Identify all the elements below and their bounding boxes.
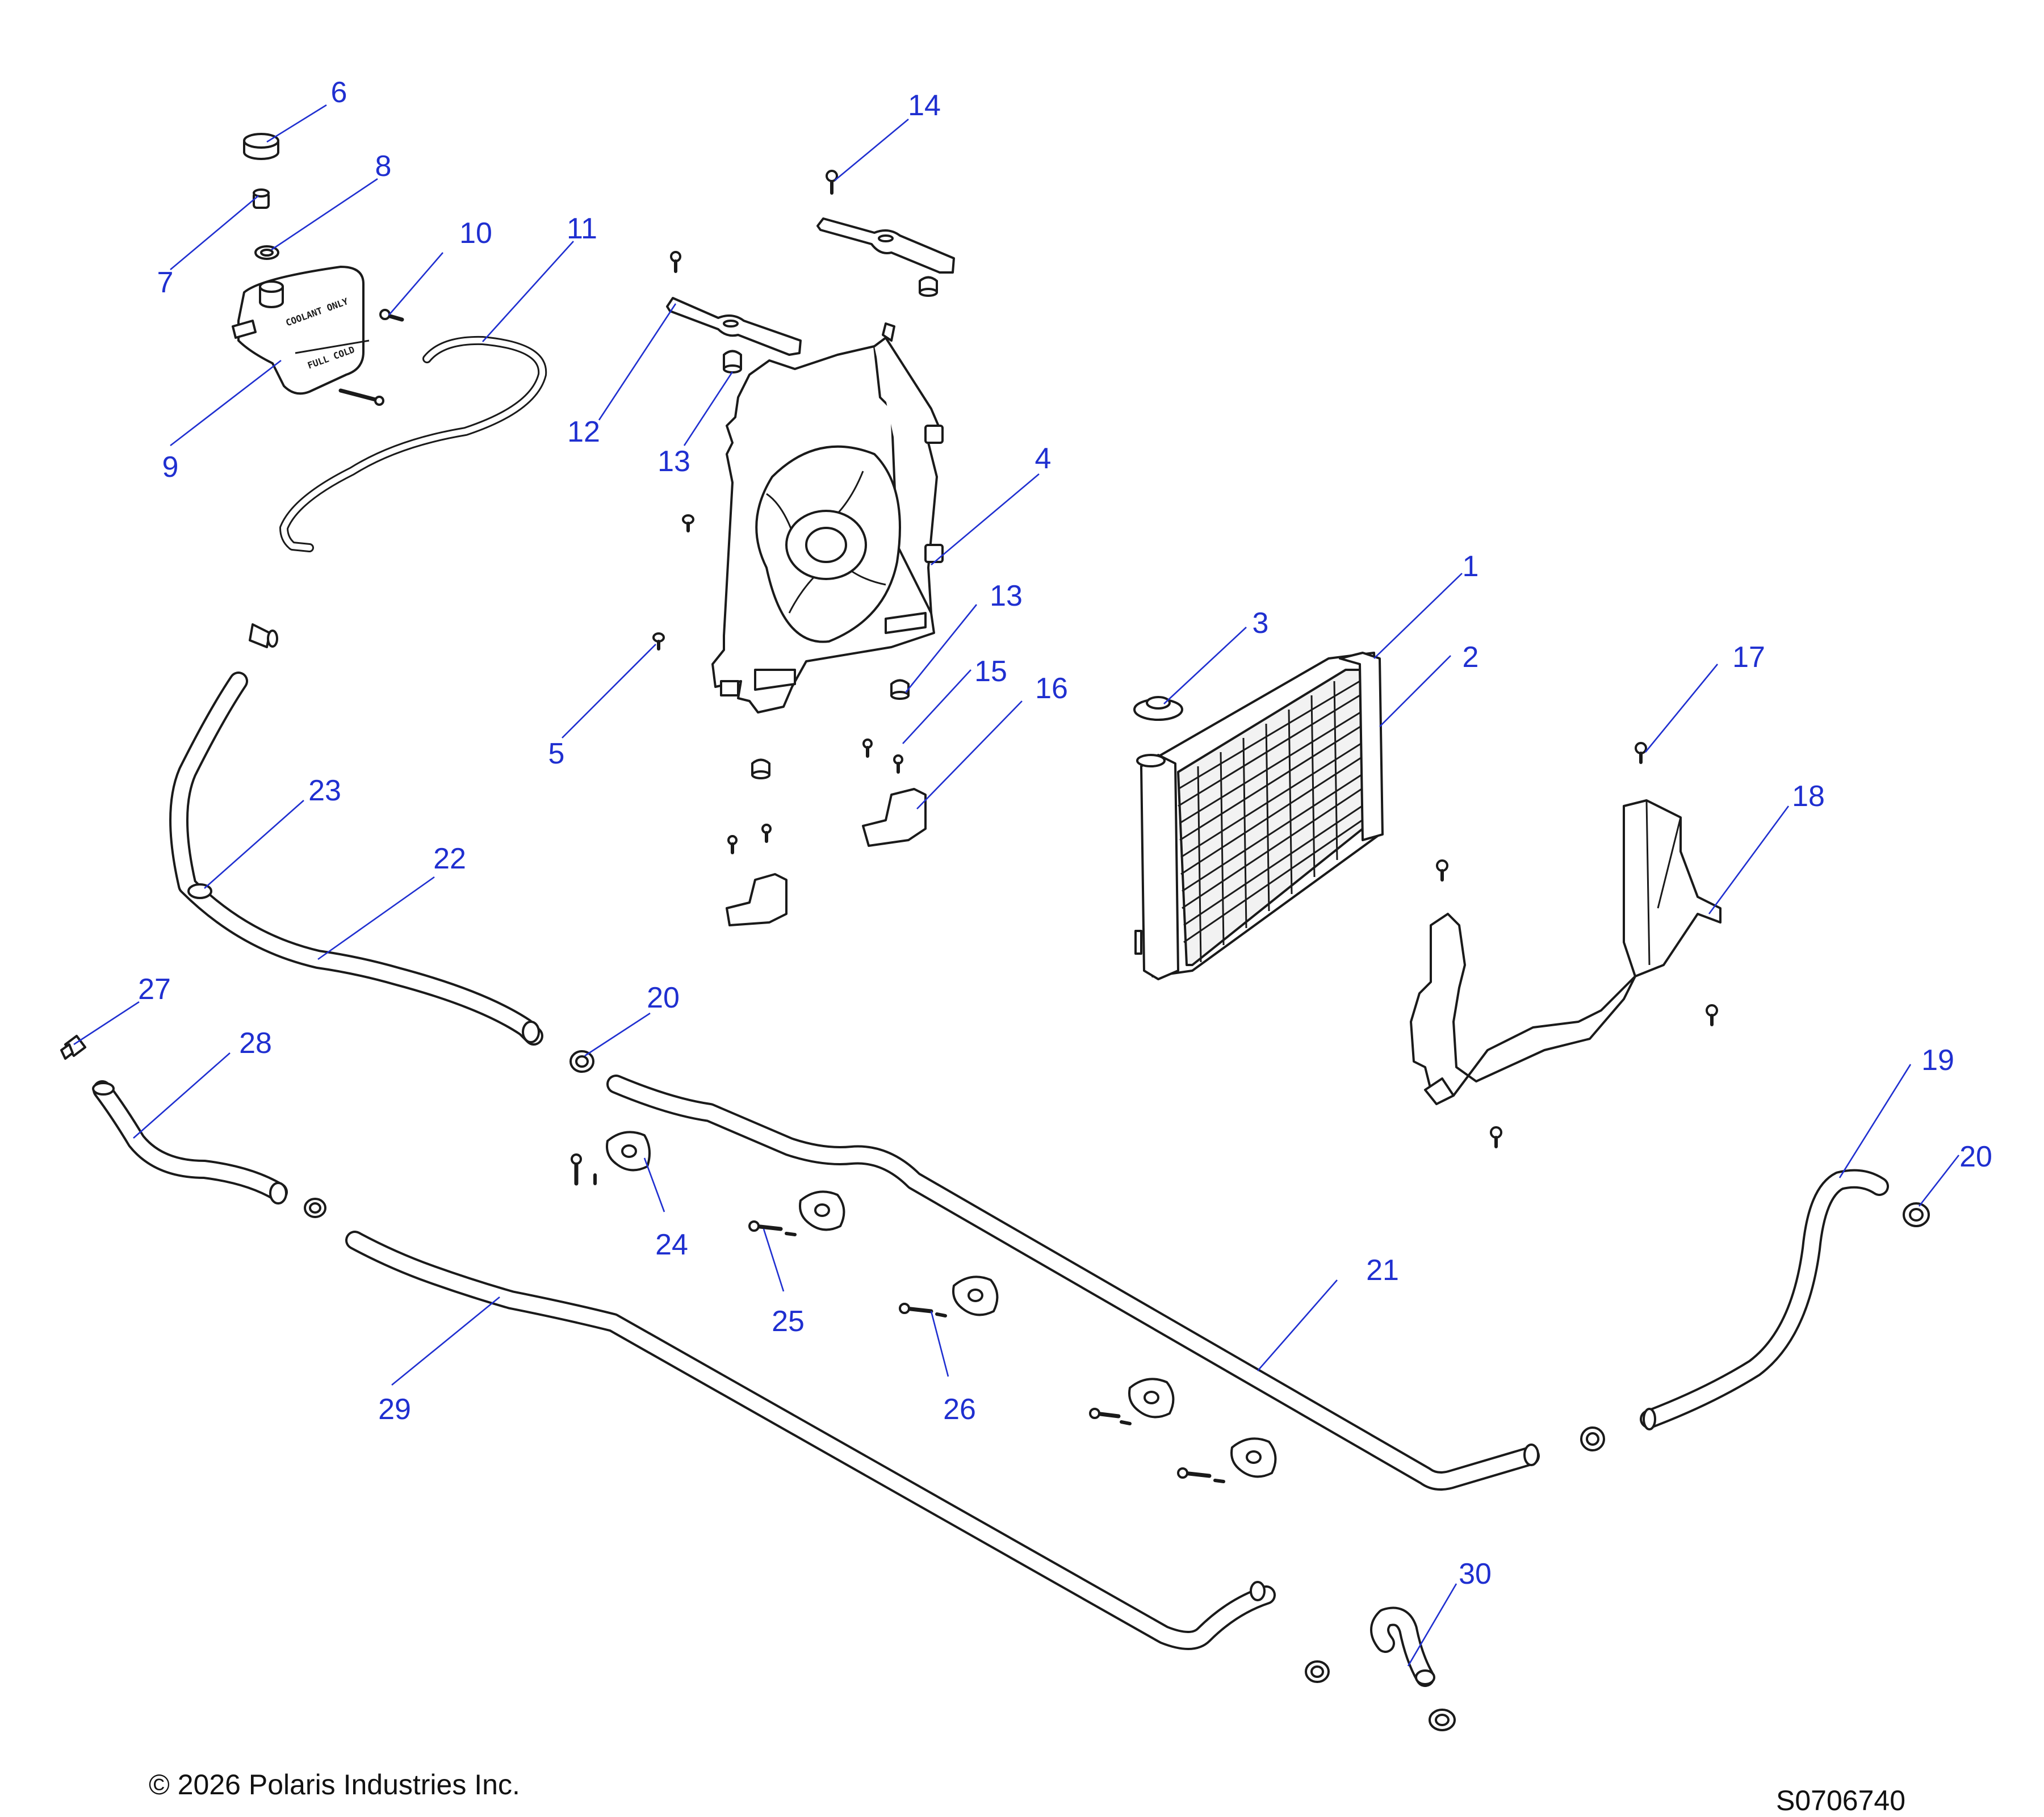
callout-20b: 20 (1959, 1140, 1992, 1173)
callout-4: 4 (1035, 442, 1052, 475)
callout-15: 15 (974, 655, 1007, 688)
screw-17 (1436, 742, 1718, 1148)
reservoir-cap-6 (243, 133, 279, 160)
leader-lines (73, 104, 1960, 1667)
overflow-hose-11 (279, 335, 547, 552)
callout-13a: 13 (657, 445, 690, 478)
callout-labels: 6 7 8 9 10 11 12 13 14 4 13 5 15 16 3 1 … (138, 76, 1992, 1591)
clip-24 (571, 1131, 651, 1186)
callout-25: 25 (772, 1305, 805, 1338)
callout-16: 16 (1035, 672, 1068, 705)
callout-14: 14 (908, 89, 941, 122)
callout-8: 8 (375, 150, 392, 183)
bracket-16 (726, 788, 927, 926)
callout-22: 22 (433, 842, 466, 875)
copyright-notice: © 2026 Polaris Industries Inc. (149, 1769, 520, 1801)
screw-14 (826, 170, 838, 195)
callout-9: 9 (162, 451, 179, 484)
clamp-20a (569, 1050, 594, 1073)
callout-27: 27 (138, 973, 171, 1006)
callout-11: 11 (567, 212, 597, 245)
callout-28: 28 (239, 1027, 272, 1060)
callout-1: 1 (1463, 550, 1479, 583)
callout-24: 24 (655, 1228, 688, 1261)
callout-21: 21 (1366, 1254, 1399, 1287)
clamp-28 (304, 1198, 326, 1218)
reservoir-valve-7 (253, 188, 270, 209)
clip-26c (1177, 1437, 1277, 1483)
bracket-12 (666, 297, 802, 356)
screw-15 (727, 738, 903, 854)
tube-21 (606, 1075, 1540, 1491)
callout-19: 19 (1921, 1044, 1954, 1077)
callout-26: 26 (943, 1393, 976, 1426)
radiator-tank-2 (1339, 652, 1384, 841)
figure-id: S0706740 (1776, 1785, 1906, 1816)
callout-20a: 20 (647, 981, 680, 1014)
clamp-20b (1903, 1202, 1930, 1227)
grommet-13a (723, 350, 742, 374)
clamp-30a (1305, 1660, 1330, 1683)
callout-3: 3 (1253, 607, 1269, 640)
callout-13b: 13 (990, 580, 1023, 612)
bolt-top-12 (670, 251, 681, 273)
callout-30: 30 (1459, 1558, 1492, 1591)
hose-22 (169, 672, 543, 1046)
coolant-reservoir-9: COOLANT ONLY FULL COLD (232, 266, 370, 395)
callout-7: 7 (157, 266, 174, 299)
callout-10: 10 (459, 217, 492, 250)
tube-29 (345, 1231, 1276, 1650)
clamp-23 (187, 883, 212, 899)
hose-30 (1370, 1606, 1435, 1687)
fitting-23 (249, 623, 278, 648)
callout-18: 18 (1792, 780, 1825, 813)
fan-shroud-4 (711, 322, 944, 714)
callout-6: 6 (331, 76, 347, 109)
clamp-30b (1429, 1709, 1456, 1731)
callout-29: 29 (378, 1393, 411, 1426)
grommet-14 (919, 276, 938, 297)
hose-19 (1640, 1169, 1889, 1430)
hose-28 (92, 1080, 288, 1205)
grommet-13b (751, 679, 910, 779)
clip-26 (899, 1275, 999, 1317)
radiator-cap-3 (1133, 696, 1183, 721)
callout-12: 12 (567, 416, 600, 448)
clip-25 (748, 1190, 845, 1236)
clip-26b (1089, 1378, 1175, 1425)
radiator-bracket-18 (1410, 799, 1722, 1105)
callout-23: 23 (308, 774, 341, 807)
callout-17: 17 (1732, 641, 1765, 674)
callout-5: 5 (548, 737, 565, 770)
callout-2: 2 (1463, 641, 1479, 674)
bracket-14 (816, 217, 955, 274)
nut-5 (652, 514, 694, 651)
clamp-21-end (1580, 1426, 1605, 1451)
